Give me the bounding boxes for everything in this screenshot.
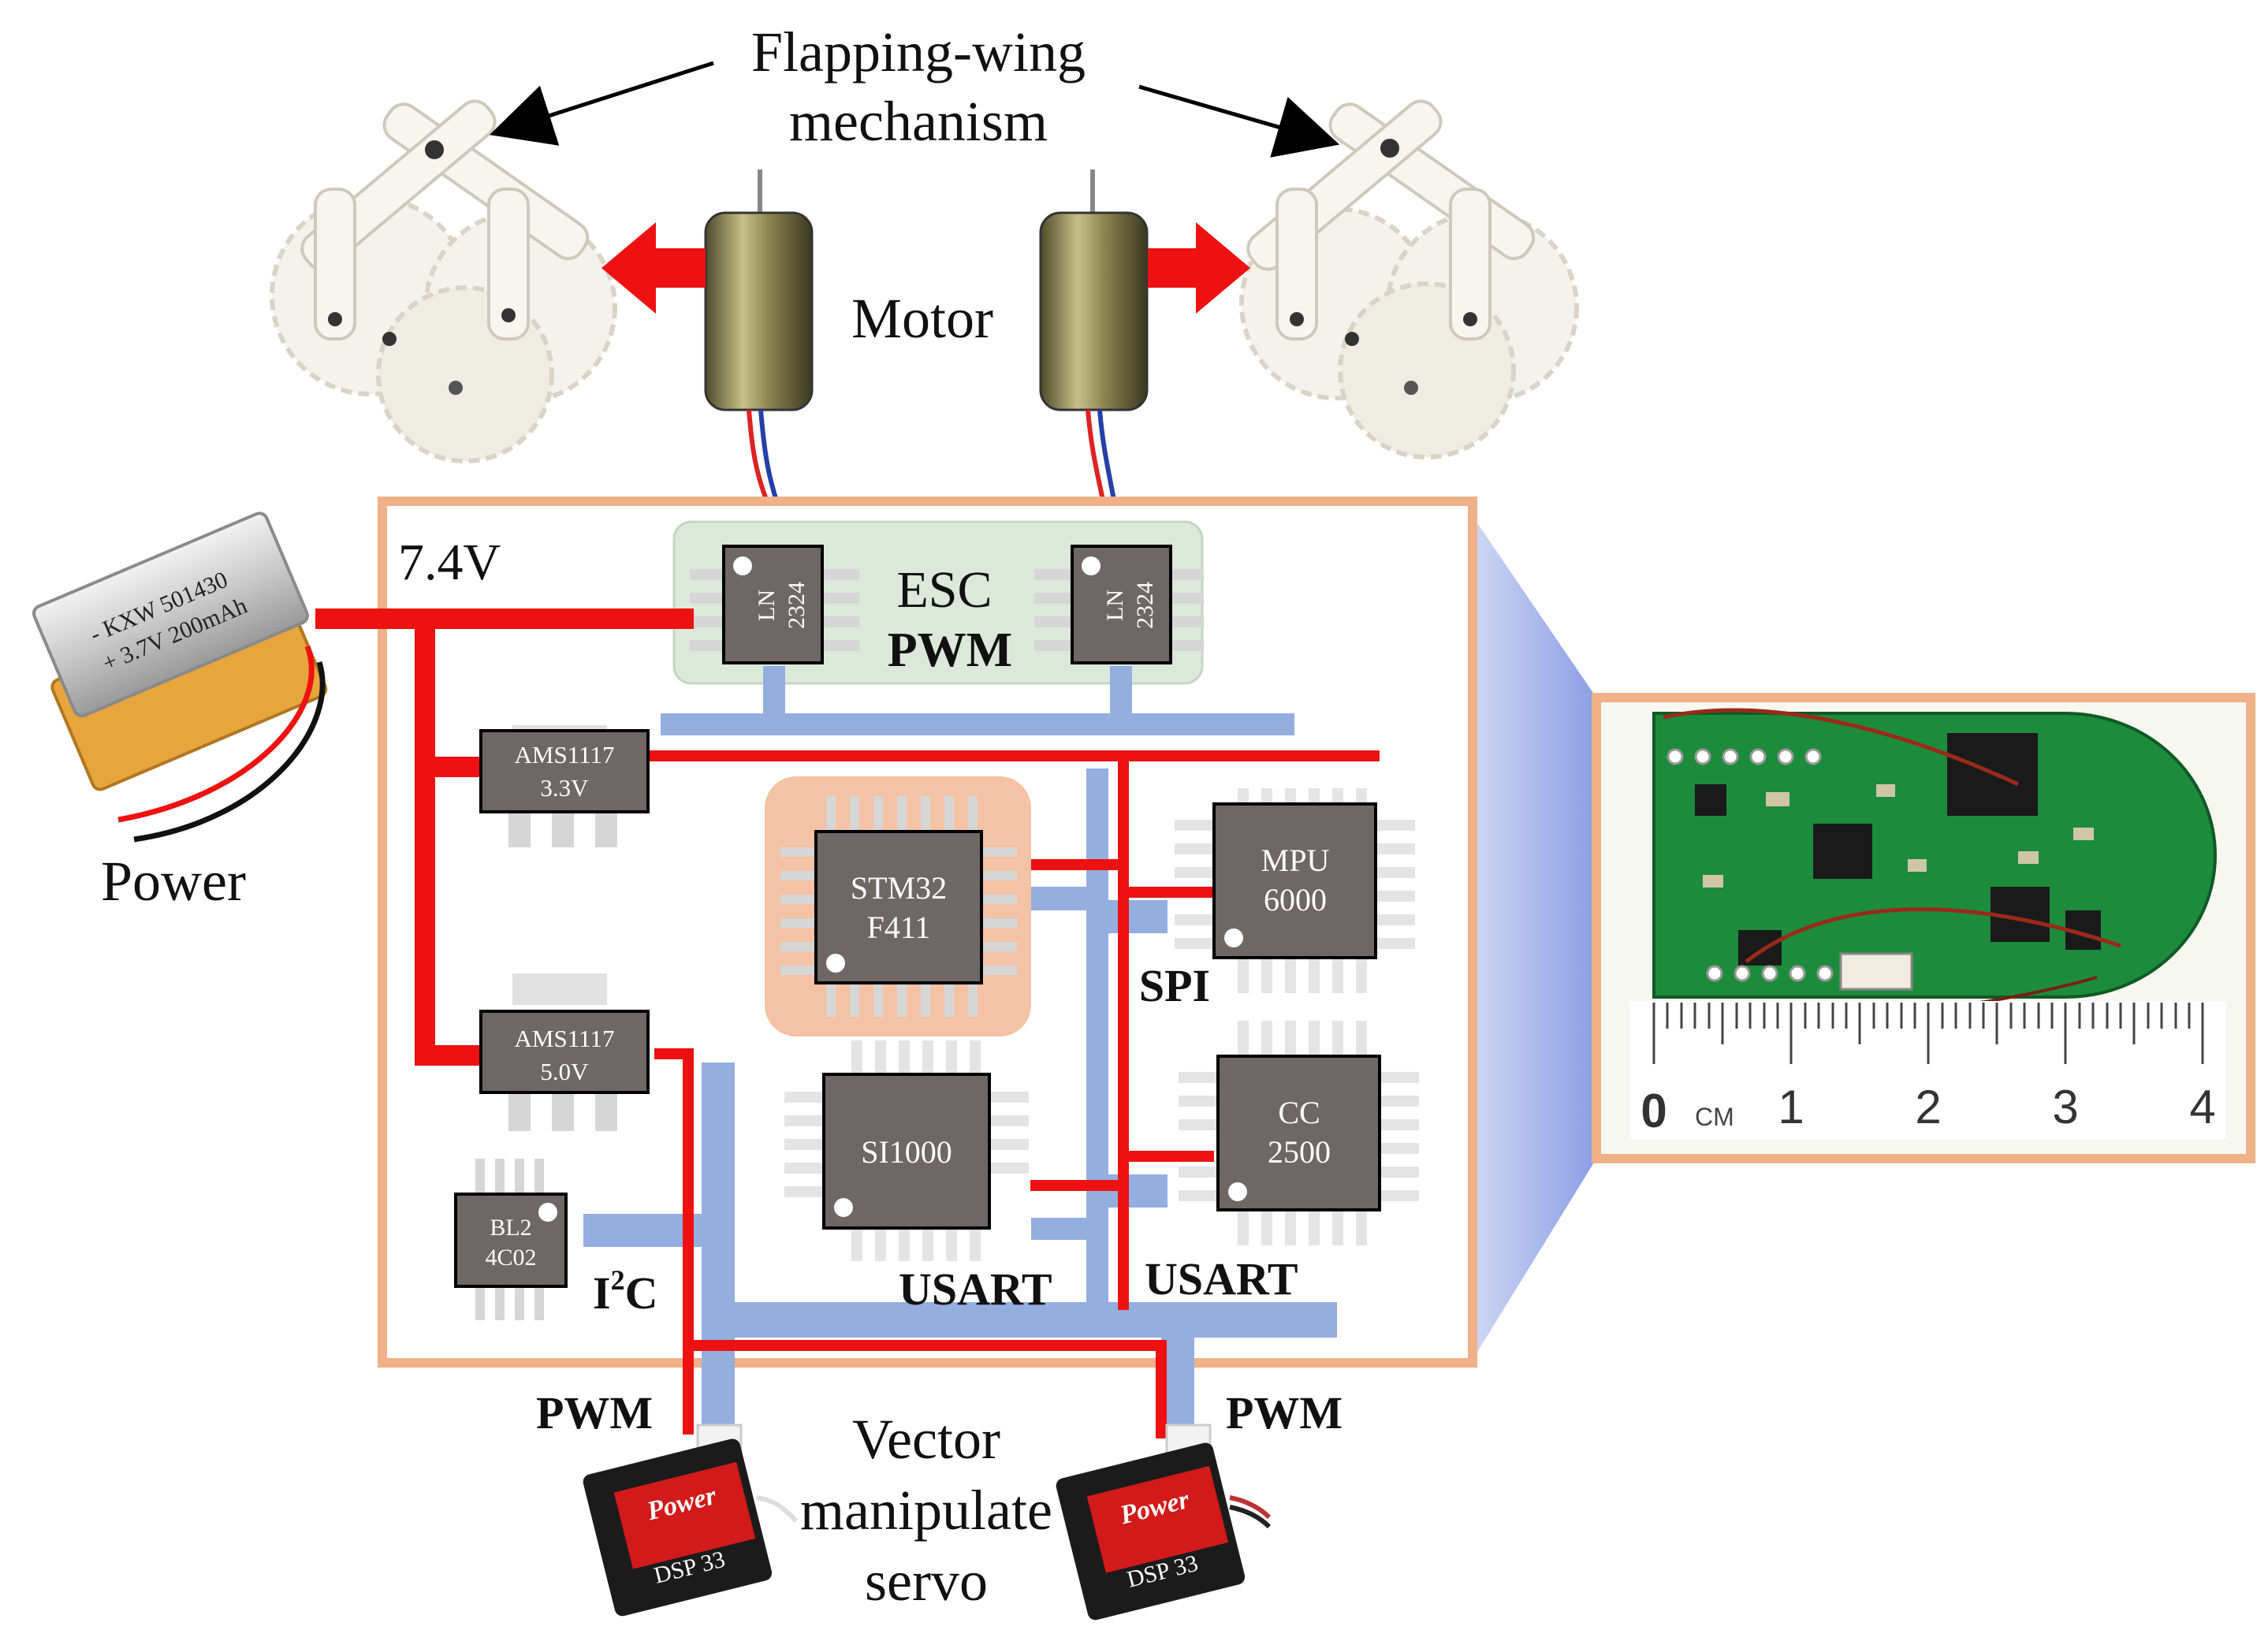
servo-label-line2: manipulate bbox=[800, 1479, 1052, 1542]
esc-pwm-label: PWM bbox=[888, 623, 1012, 677]
cc2500-text-2: 2500 bbox=[1268, 1134, 1331, 1170]
motor-left-image bbox=[704, 169, 814, 526]
usart-right-label: USART bbox=[1145, 1253, 1298, 1304]
flapping-label-line2: mechanism bbox=[789, 90, 1048, 153]
mpu-text-2: 6000 bbox=[1264, 882, 1327, 917]
servo-label-line3: servo bbox=[865, 1550, 988, 1613]
ln2324-left-text-1: LN bbox=[754, 590, 780, 621]
battery-image: - KXW 501430 + 3.7V 200mAh bbox=[32, 512, 328, 843]
power-lines bbox=[315, 608, 1380, 1438]
ruler-tick-2: 2 bbox=[1915, 1081, 1941, 1133]
stm32-text-2: F411 bbox=[867, 910, 931, 945]
pwm-right-label: PWM bbox=[1226, 1387, 1343, 1438]
i2c-label-main: I bbox=[593, 1267, 611, 1319]
ruler-tick-3: 3 bbox=[2052, 1081, 2078, 1133]
ams50-text-2: 5.0V bbox=[540, 1058, 589, 1085]
servo-label-line1: Vector bbox=[852, 1408, 1000, 1471]
stm32-chip: STM32 F411 bbox=[765, 776, 1031, 1036]
flapping-mechanism-right-image bbox=[1239, 99, 1579, 460]
i2c-label-end: C bbox=[625, 1267, 658, 1319]
i2c-label-sup: 2 bbox=[611, 1264, 625, 1296]
cc2500-text-1: CC bbox=[1278, 1095, 1320, 1130]
motor-label: Motor bbox=[851, 287, 993, 350]
ln2324-right-text-1: LN bbox=[1102, 590, 1128, 621]
si1000-chip: SI1000 bbox=[784, 1040, 1029, 1261]
drive-arrow-right bbox=[1148, 222, 1250, 314]
si1000-text: SI1000 bbox=[861, 1134, 952, 1170]
i2c-label: I2C bbox=[593, 1264, 657, 1319]
mpu-text-1: MPU bbox=[1261, 843, 1330, 878]
ruler-unit: CM bbox=[1695, 1103, 1734, 1131]
ln2324-right-text-2: 2324 bbox=[1132, 582, 1158, 629]
pcb-photo-inset: 0 CM 1 2 3 4 bbox=[1592, 693, 2255, 1163]
motor-right-image bbox=[1039, 169, 1149, 525]
power-label: Power bbox=[101, 850, 246, 913]
zoom-wedge bbox=[1473, 516, 1596, 1360]
ln2324-left-text-2: 2324 bbox=[784, 582, 810, 629]
flapping-label-line1: Flapping-wing bbox=[751, 20, 1086, 84]
ruler-tick-4: 4 bbox=[2189, 1081, 2215, 1133]
mpu6000-chip: MPU 6000 bbox=[1175, 788, 1415, 993]
ams33-text-1: AMS1117 bbox=[515, 741, 615, 768]
pointer-arrow-left bbox=[489, 61, 714, 146]
ams1117-5v0-chip: AMS1117 5.0V bbox=[479, 973, 650, 1131]
voltage-label: 7.4V bbox=[398, 534, 501, 591]
ams33-text-2: 3.3V bbox=[540, 774, 589, 802]
ruler-tick-0: 0 bbox=[1640, 1085, 1667, 1137]
stm32-text-1: STM32 bbox=[851, 870, 947, 906]
flapping-mechanism-left-image bbox=[270, 99, 617, 463]
usart-left-label: USART bbox=[899, 1263, 1052, 1315]
bl24c02-chip: BL2 4C02 bbox=[454, 1159, 568, 1320]
ams1117-3v3-chip: AMS1117 3.3V bbox=[479, 725, 650, 847]
pointer-arrow-right bbox=[1138, 84, 1340, 158]
ln2324-chip-left: LN 2324 bbox=[690, 545, 859, 664]
ams50-text-1: AMS1117 bbox=[515, 1025, 615, 1052]
ln2324-chip-right: LN 2324 bbox=[1034, 545, 1204, 664]
servo-left-image: Power DSP 33 bbox=[583, 1423, 799, 1617]
bl24c02-text-2: 4C02 bbox=[485, 1245, 536, 1271]
cc2500-chip: CC 2500 bbox=[1179, 1021, 1419, 1245]
esc-label: ESC bbox=[896, 561, 992, 619]
bl24c02-text-1: BL2 bbox=[490, 1215, 531, 1241]
pwm-left-label: PWM bbox=[536, 1387, 653, 1438]
servo-right-image: Power DSP 33 bbox=[1056, 1423, 1272, 1621]
ruler-tick-1: 1 bbox=[1778, 1081, 1804, 1133]
drive-arrow-left bbox=[601, 222, 706, 314]
spi-label: SPI bbox=[1139, 960, 1210, 1011]
